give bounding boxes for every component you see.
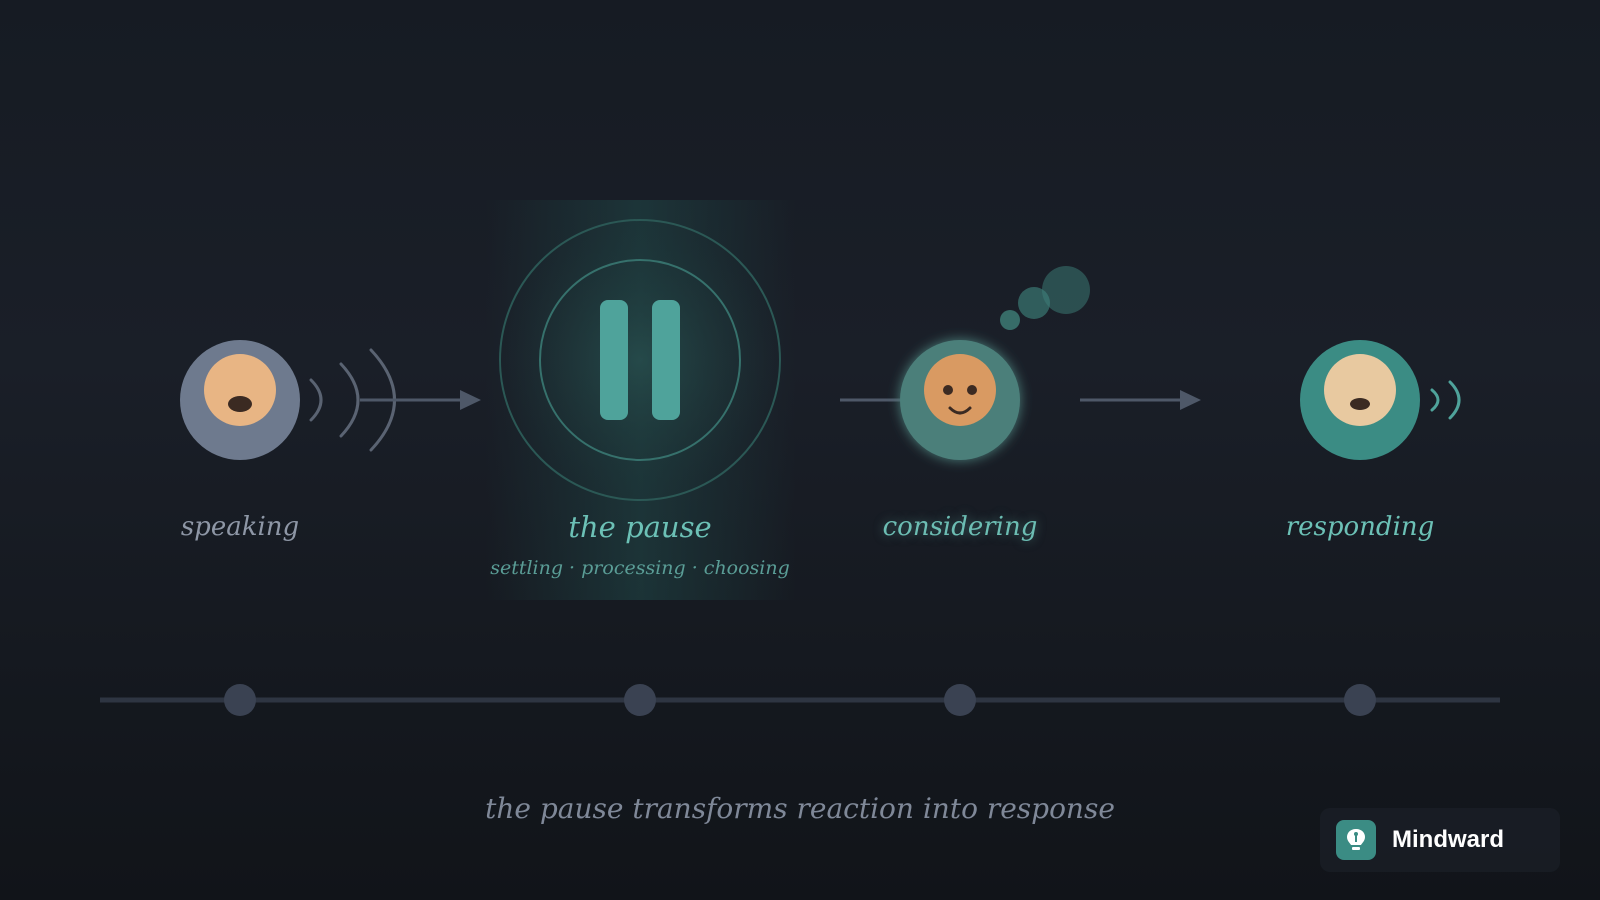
considering-face [924, 354, 996, 426]
arrow-speaking-to-pause [360, 390, 481, 410]
timeline-node-responding [1344, 684, 1376, 716]
pause-outer-ring [499, 219, 781, 501]
considering-smile [948, 406, 972, 415]
responding-face [1324, 354, 1396, 426]
speaking-face [204, 354, 276, 426]
responding-figure [1300, 340, 1420, 460]
pause-icon [600, 300, 680, 420]
responding-mouth [1350, 398, 1370, 410]
speaking-mouth [228, 396, 252, 412]
timeline-node-pause [624, 684, 656, 716]
stage-label-speaking: speaking [180, 512, 300, 542]
arrow-considering-to-responding [1080, 390, 1201, 410]
speaking-figure [180, 340, 300, 460]
stage-label-considering: considering [882, 512, 1038, 542]
pause-symbol [499, 219, 781, 501]
brand-name: Mindward [1392, 826, 1504, 853]
timeline-node-speaking [224, 684, 256, 716]
timeline-node-considering [944, 684, 976, 716]
response-waves-icon [1430, 380, 1461, 420]
stage-label-pause: the pause [568, 510, 712, 544]
lightbulb-icon [1336, 820, 1376, 860]
stage-label-responding: responding [1285, 512, 1435, 542]
stage-subtitle-pause: settling · processing · choosing [490, 557, 790, 579]
caption: the pause transforms reaction into respo… [485, 792, 1115, 825]
considering-eye-right [967, 385, 977, 395]
thought-bubbles-icon [1000, 266, 1090, 330]
brand-badge: Mindward [1320, 808, 1560, 872]
pause-inner-ring [539, 259, 741, 461]
considering-eye-left [943, 385, 953, 395]
